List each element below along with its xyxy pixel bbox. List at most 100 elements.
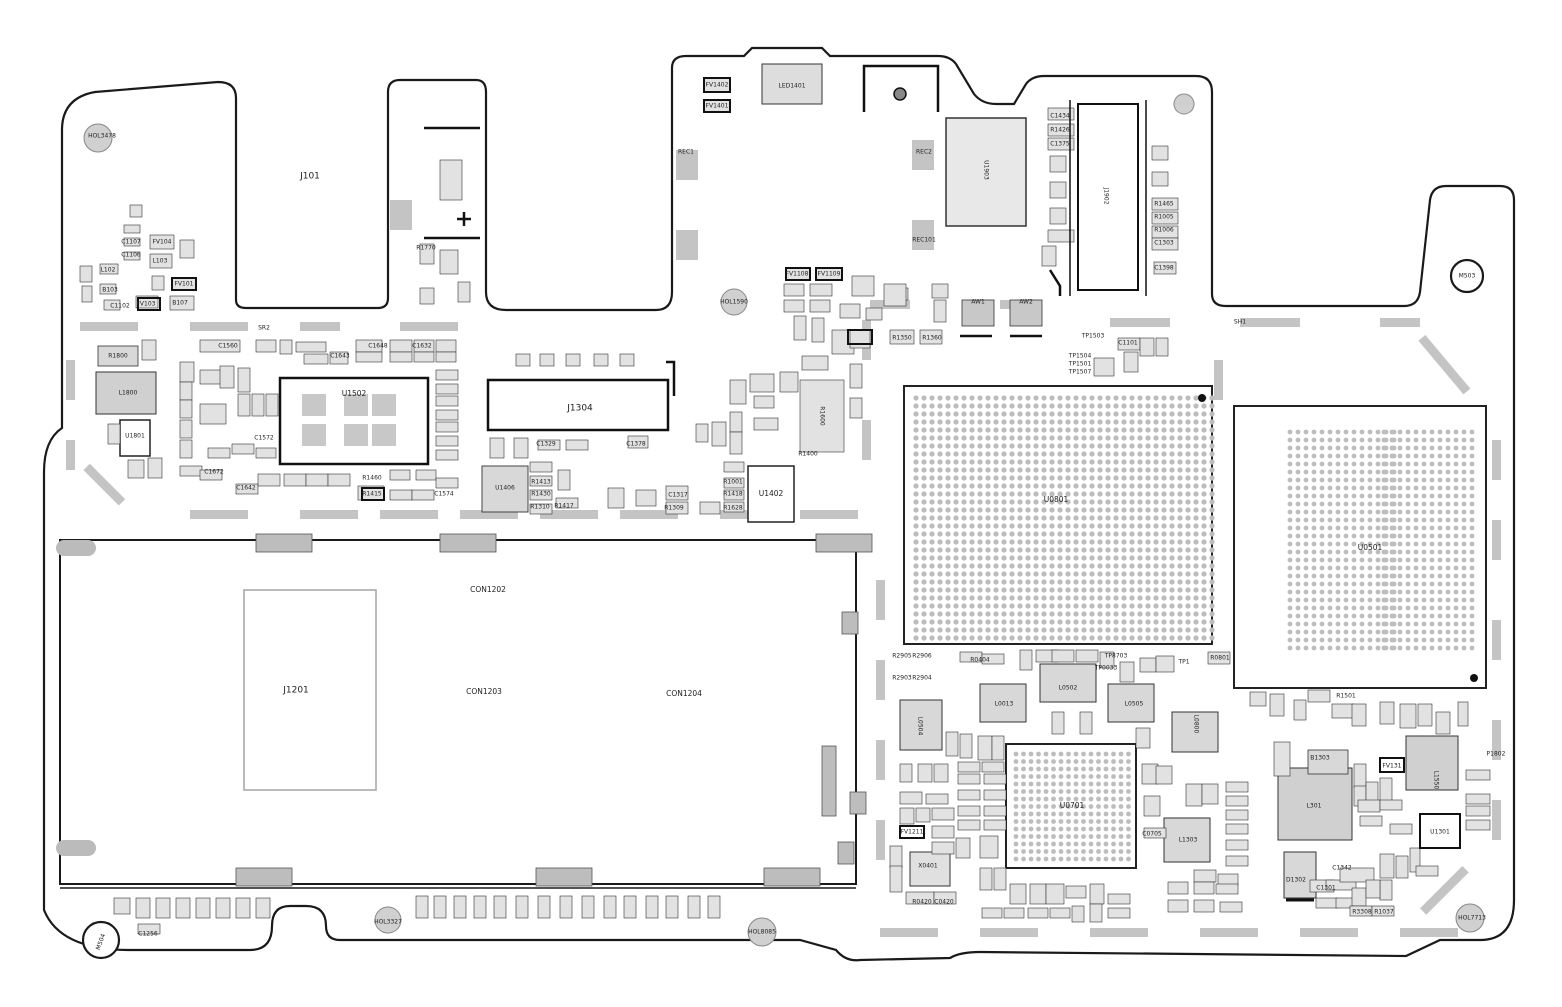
label-c1560: C1560 [218, 343, 238, 350]
bga-u0801-ball [985, 467, 991, 473]
bga-u0801-ball [1025, 619, 1031, 625]
bga-u0501-right-ball [1389, 581, 1395, 587]
bga-u0801-ball [1025, 491, 1031, 497]
bga-u0801-ball [929, 403, 935, 409]
bga-u0801-ball [1209, 571, 1215, 577]
bga-u0801-ball [945, 555, 951, 561]
bga-u0801-ball [1137, 635, 1143, 641]
passive-81 [1047, 137, 1075, 151]
bga-u0701-ball [1126, 766, 1131, 772]
bga-u0801-ball [1001, 603, 1007, 609]
passive-49 [753, 417, 779, 431]
bga-u0501-right-ball [1429, 477, 1435, 483]
passive-206 [933, 891, 957, 905]
passive-128 [255, 447, 277, 459]
bga-u0701-ball [1088, 856, 1094, 862]
bga-u0501-right-ball [1413, 509, 1419, 515]
bga-u0801-ball [1105, 411, 1111, 417]
passive-258 [1465, 805, 1491, 817]
passive-102 [295, 341, 327, 353]
bga-u0801-ball [1169, 403, 1175, 409]
bga-u0801-ball [1145, 475, 1151, 481]
bga-u0501-left-ball [1319, 621, 1325, 627]
bga-u0801-ball [1025, 627, 1031, 633]
bga-u0501-left-ball [1295, 549, 1301, 555]
label-u1301: U1301 [1430, 829, 1450, 836]
passive-35 [889, 329, 915, 345]
bga-u0501-right-ball [1397, 621, 1403, 627]
bga-u0801-ball [1073, 403, 1079, 409]
bga-u0501-left-ball [1343, 565, 1349, 571]
bga-u0501-right-ball [1453, 549, 1459, 555]
bga-u0701-ball [1081, 759, 1086, 764]
bga-u0801-ball [1185, 635, 1191, 641]
bga-u0501-left-ball [1303, 501, 1309, 507]
bga-u0701-ball [1088, 774, 1094, 779]
passive-209 [1009, 883, 1027, 905]
bga-u0801-ball [1153, 483, 1159, 489]
bga-u0501-left-ball [1303, 605, 1309, 611]
bga-u0801-ball [1041, 635, 1047, 641]
dark-part-3 [815, 267, 843, 281]
passive-237 [1193, 881, 1215, 895]
bga-u0501-right-ball [1381, 557, 1387, 563]
bga-u0801-ball [1121, 619, 1127, 625]
bga-u0701-ball [1081, 826, 1086, 832]
shield-dash-v-0 [66, 360, 75, 400]
bga-u0701-ball [1088, 811, 1094, 817]
bga-u0501-left-ball [1295, 525, 1301, 531]
bga-u0501-left-ball [1367, 645, 1373, 651]
bga-u0501-left-ball [1343, 629, 1349, 635]
bga-u0801-ball [1113, 475, 1119, 481]
bga-u0801-ball [945, 499, 951, 505]
bga-u0801-ball [937, 603, 943, 609]
bga-u0801-ball [1129, 603, 1135, 609]
bga-u0801-ball [1033, 475, 1039, 481]
bga-u0501-left-ball [1303, 461, 1309, 467]
passive-59 [489, 437, 505, 459]
bga-u0801-ball [1113, 451, 1119, 457]
bga-u0801-ball [1161, 603, 1167, 609]
bga-u0501-right-ball [1421, 477, 1427, 483]
bga-u0801-ball [1161, 595, 1167, 601]
bga-u0801-ball [1081, 635, 1087, 641]
bga-u0501-left-ball [1311, 573, 1317, 579]
bga-u0501-right-ball [1445, 517, 1451, 523]
bga-u0801-ball [1057, 555, 1063, 561]
bga-u0501-left-ball [1335, 621, 1341, 627]
con-pad-side-2 [837, 841, 855, 865]
bga-u0801-ball [1113, 555, 1119, 561]
bga-u0801-ball [969, 395, 975, 401]
bga-u0701-ball [1081, 766, 1086, 772]
label-j1201: J1201 [282, 686, 309, 696]
bga-u0801-ball [961, 531, 967, 537]
passive-249 [1359, 815, 1383, 827]
bga-u0801-ball [1169, 595, 1175, 601]
bga-u0801-ball [1001, 547, 1007, 553]
bga-u0501-left-ball [1367, 445, 1373, 451]
passive-292 [707, 895, 721, 919]
bga-u0801-ball [1057, 443, 1063, 449]
bga-u0801-ball [1177, 459, 1183, 465]
bga-u0801-ball [1121, 627, 1127, 633]
bga-u0801-ball [961, 579, 967, 585]
bga-u0501-left-ball [1359, 549, 1365, 555]
bga-u0801-ball [1041, 419, 1047, 425]
bga-u0801-ball [977, 435, 983, 441]
bga-u0801-ball [1209, 539, 1215, 545]
bga-u0801-ball [1009, 459, 1015, 465]
bga-u0701-ball [1111, 811, 1116, 817]
bga-u0801-ball [1185, 491, 1191, 497]
bga-u0801-ball [1145, 499, 1151, 505]
bga-u0801-ball [1209, 435, 1215, 441]
bga-u0501-right-ball [1389, 429, 1395, 435]
bga-u0801-ball [1161, 611, 1167, 617]
passive-133 [305, 473, 329, 487]
passive-218 [1027, 907, 1049, 919]
passive-5 [149, 253, 173, 269]
passive-184 [957, 761, 981, 773]
bga-u0701-ball [1103, 759, 1109, 764]
passive-228 [1225, 795, 1249, 807]
bga-u0501-right-ball [1421, 605, 1427, 611]
bga-u0801-ball [1169, 539, 1175, 545]
